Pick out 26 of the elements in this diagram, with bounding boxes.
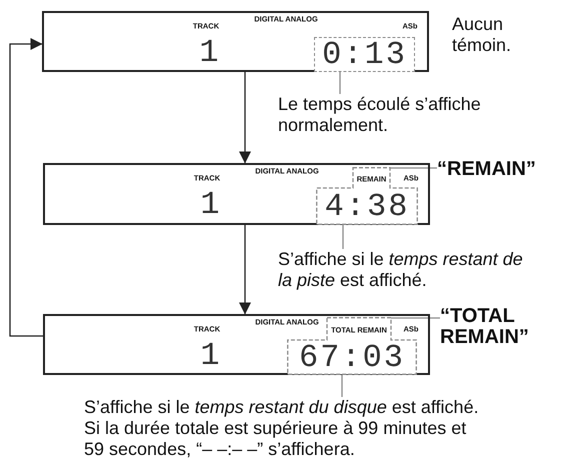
callout-label: “REMAIN” [437,159,559,180]
track-number: 1 [199,37,221,69]
annotation-text: S’affiche si le temps restant de la piste est affiché. [278,249,536,291]
dashed-highlight-frame [314,37,415,72]
track-number: 1 [200,189,222,221]
annotation-text: Aucun témoin. [452,14,512,56]
leader-line [390,167,437,169]
annotation-text: Si la durée totale est supérieure à 99 minutes et 59 secondes, “– –:– –” s’affichera. [84,418,468,460]
leader-line [341,375,343,397]
arrow [9,38,43,337]
leader-line [342,225,344,249]
annotation-text: S’affiche si le temps restant du disque est affiché. [84,397,480,418]
lcd-display-panel [42,11,429,72]
leader-line [391,317,440,319]
time-readout: 0:13 [322,38,407,70]
lcd-display-panel [43,163,430,225]
time-readout: 67:03 [299,342,405,374]
dashed-highlight-frame [287,317,417,375]
arrow [239,72,251,164]
lcd-display-panel [43,314,430,375]
annotation-text: Le temps écoulé s’affiche normalement. [278,94,540,136]
leader-line [339,72,341,94]
time-readout: 4:38 [324,190,410,222]
track-number: 1 [200,340,222,372]
arrow [239,225,251,314]
callout-label: “TOTAL REMAIN” [440,306,560,348]
